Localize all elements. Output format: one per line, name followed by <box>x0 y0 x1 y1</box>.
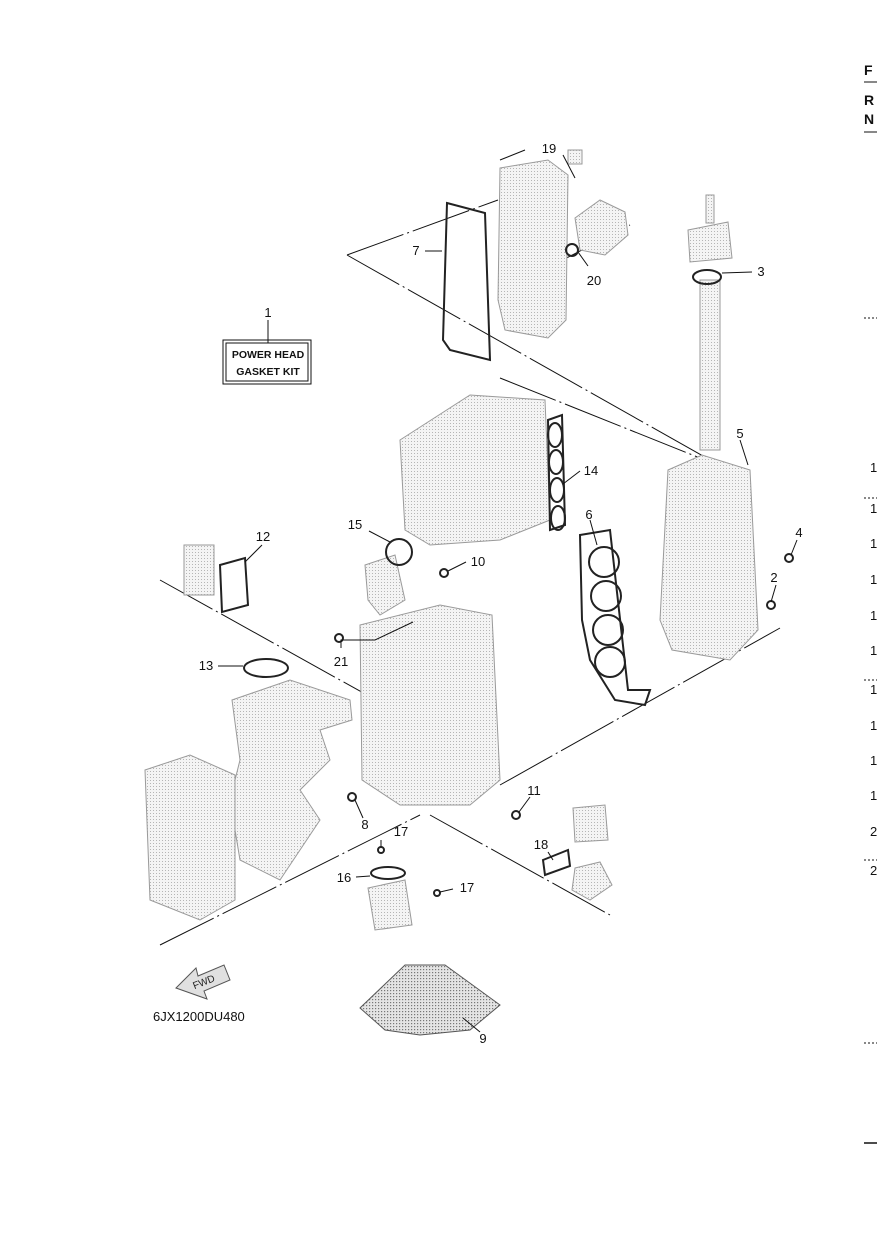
callout-5: 5 <box>736 426 743 441</box>
callouts: 1 2 3 4 5 6 7 8 9 10 11 12 13 14 15 16 1… <box>199 141 803 1046</box>
callout-20: 20 <box>587 273 601 288</box>
pump-body <box>367 879 413 931</box>
edge-row-9: 1 <box>870 753 877 768</box>
edge-row-2: 1 <box>870 501 877 516</box>
callout-9: 9 <box>479 1031 486 1046</box>
pump-o-ring <box>370 866 406 880</box>
right-edge-fragments: F R N 1 1 1 1 1 1 1 1 1 1 2 2 <box>864 62 877 1144</box>
cylinder-block <box>359 604 501 806</box>
callout-14: 14 <box>584 463 598 478</box>
callout-12: 12 <box>256 529 270 544</box>
kit-label-line2: GASKET KIT <box>236 366 300 378</box>
throttle-body <box>364 554 406 616</box>
leader-lines <box>218 154 798 1033</box>
figure-code: 6JX1200DU480 <box>153 1009 245 1024</box>
edge-row-1: 1 <box>870 460 877 475</box>
intake-manifold <box>399 394 551 546</box>
edge-row-4: 1 <box>870 572 877 587</box>
edge-row-12: 2 <box>870 863 877 878</box>
edge-row-11: 2 <box>870 824 877 839</box>
edge-row-10: 1 <box>870 788 877 803</box>
kit-label-line1: POWER HEAD <box>232 349 305 361</box>
edge-header-n: N <box>864 111 874 127</box>
cap-top <box>567 149 583 165</box>
parts <box>144 149 759 1036</box>
camshaft <box>699 279 721 451</box>
callout-6: 6 <box>585 507 592 522</box>
oil-filter <box>572 804 609 843</box>
edge-row-3: 1 <box>870 536 877 551</box>
callout-18: 18 <box>534 837 548 852</box>
callout-8: 8 <box>361 817 368 832</box>
callout-19: 19 <box>542 141 556 156</box>
callout-11: 11 <box>527 783 541 798</box>
fuel-component <box>574 199 629 256</box>
callout-17-upper: 17 <box>394 824 408 839</box>
callout-13: 13 <box>199 658 213 673</box>
edge-header-f: F <box>864 62 873 78</box>
throttle-o-ring <box>385 538 413 566</box>
callout-21: 21 <box>334 654 348 669</box>
cover-plate <box>183 544 215 596</box>
filter-base <box>571 861 613 901</box>
cam-bolt <box>705 194 715 224</box>
edge-row-7: 1 <box>870 682 877 697</box>
callout-1: 1 <box>264 305 271 320</box>
cylinder-head-cover <box>497 159 569 339</box>
gasket-kit-box: POWER HEAD GASKET KIT <box>222 339 312 385</box>
head-gasket <box>578 528 652 707</box>
fwd-arrow-icon: FWD <box>175 964 231 1000</box>
callout-4: 4 <box>795 525 802 540</box>
callout-7: 7 <box>412 243 419 258</box>
cylinder-head <box>659 454 759 661</box>
edge-header-r: R <box>864 92 874 108</box>
callout-3: 3 <box>757 264 764 279</box>
cover-gasket <box>441 201 492 362</box>
edge-row-8: 1 <box>870 718 877 733</box>
plate-gasket <box>218 556 250 614</box>
gaskets <box>218 201 794 897</box>
edge-row-6: 1 <box>870 643 877 658</box>
callout-16: 16 <box>337 870 351 885</box>
lower-gasket <box>359 964 501 1036</box>
crank-oil-seal <box>243 658 289 678</box>
cam-seal <box>692 269 722 285</box>
callout-2: 2 <box>770 570 777 585</box>
cam-gear <box>687 221 733 263</box>
callout-10: 10 <box>471 554 485 569</box>
crankcase <box>144 754 236 921</box>
edge-row-5: 1 <box>870 608 877 623</box>
callout-17-lower: 17 <box>460 880 474 895</box>
callout-15: 15 <box>348 517 362 532</box>
crankshaft <box>229 679 353 881</box>
reference-lines <box>159 149 781 946</box>
